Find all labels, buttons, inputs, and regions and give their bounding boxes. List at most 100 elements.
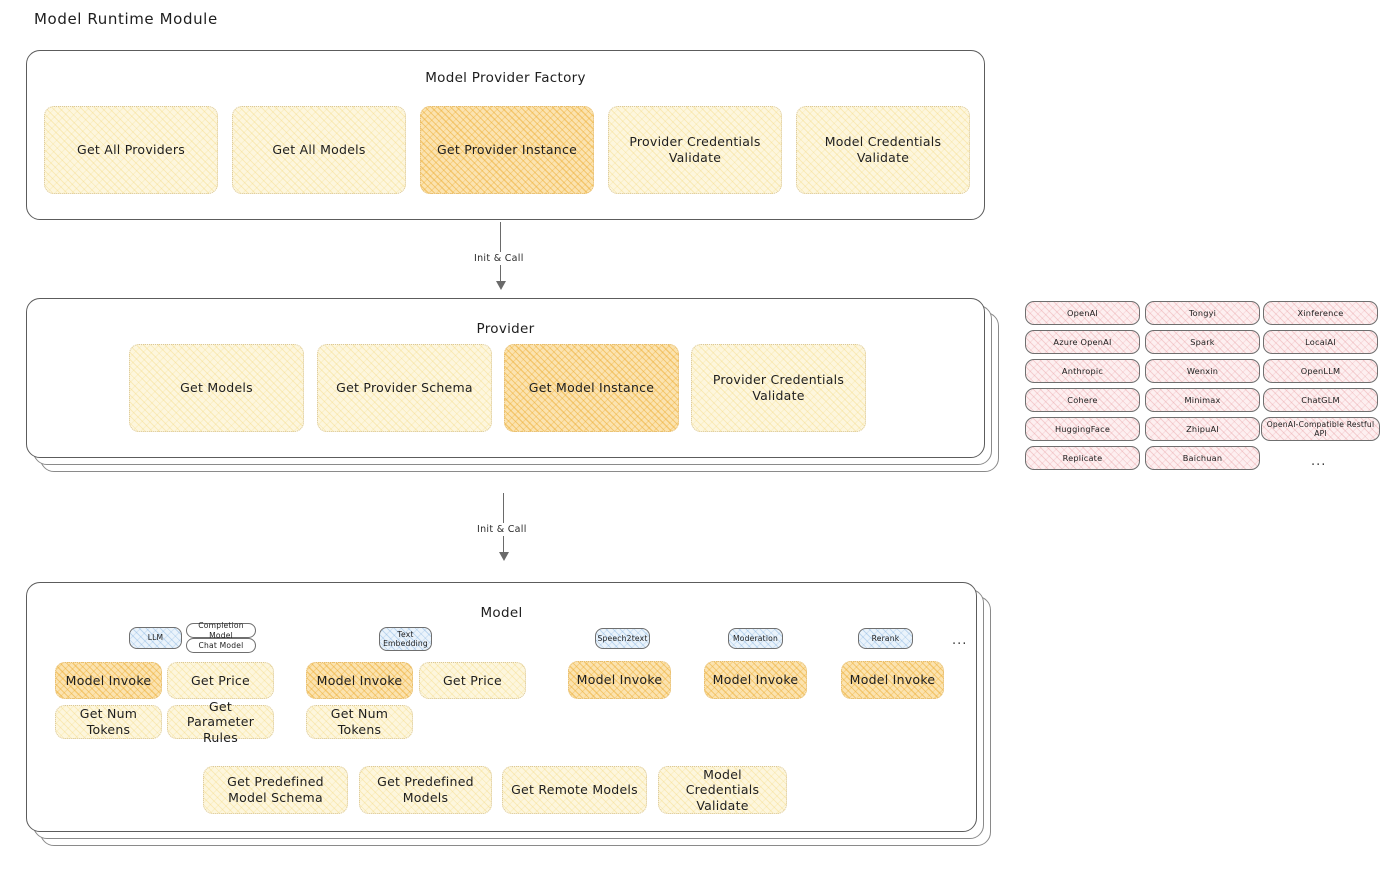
arrow-factory-to-provider-head [496, 281, 506, 290]
node-label: Get Price [191, 672, 250, 688]
chip-label: Xinference [1297, 308, 1344, 318]
provider-chip-spark[interactable]: Spark [1145, 330, 1260, 354]
model-sub-badge-chat-model[interactable]: Chat Model [186, 638, 256, 653]
provider-chip-wenxin[interactable]: Wenxin [1145, 359, 1260, 383]
node-label: Get Provider Instance [436, 142, 578, 158]
provider-chip-zhipuai[interactable]: ZhipuAI [1145, 417, 1260, 441]
badge-label: Chat Model [198, 640, 244, 650]
node-label: Get Predefined Models [377, 774, 474, 805]
llm-node-get-num-tokens[interactable]: Get Num Tokens [55, 705, 162, 739]
node-label: Get Price [443, 672, 502, 688]
speech2text-node-model-invoke[interactable]: Model Invoke [568, 661, 671, 699]
model-common-node-get-predefined-models[interactable]: Get Predefined Models [359, 766, 492, 814]
provider-node-get-provider-schema[interactable]: Get Provider Schema [317, 344, 492, 432]
llm-node-get-parameter-rules[interactable]: Get Parameter Rules [167, 699, 274, 745]
node-label: Get Models [180, 380, 253, 396]
node-label: Get Num Tokens [330, 706, 389, 737]
provider-chip-replicate[interactable]: Replicate [1025, 446, 1140, 470]
factory-node-get-all-models[interactable]: Get All Models [232, 106, 406, 194]
provider-node-get-models[interactable]: Get Models [129, 344, 304, 432]
node-label: Provider Credentials Validate [712, 372, 845, 403]
node-label: Model Invoke [712, 672, 799, 688]
factory-node-provider-credentials-validate[interactable]: Provider Credentials Validate [608, 106, 782, 194]
rerank-node-model-invoke[interactable]: Model Invoke [841, 661, 944, 699]
page-title: Model Runtime Module [34, 10, 218, 28]
node-label: Model Invoke [849, 672, 936, 688]
provider-chip-baichuan[interactable]: Baichuan [1145, 446, 1260, 470]
chip-label: Replicate [1062, 453, 1103, 463]
provider-title: Provider [476, 321, 535, 337]
badge-label: Moderation [733, 633, 779, 643]
badge-label: Completion Model [198, 621, 244, 640]
model-provider-factory-title: Model Provider Factory [425, 70, 586, 86]
model-type-badge-text-embedding[interactable]: Text Embedding [379, 627, 432, 651]
chip-label: Anthropic [1061, 366, 1104, 376]
badge-label: LLM [147, 633, 164, 643]
node-label: Model Invoke [576, 672, 663, 688]
llm-node-model-invoke[interactable]: Model Invoke [55, 662, 162, 699]
provider-chip-openai[interactable]: OpenAI [1025, 301, 1140, 325]
provider-list-more-ellipsis: ... [1311, 454, 1327, 469]
provider-chip-openai-compatible-restful-api[interactable]: OpenAI-Compatible Restful API [1261, 417, 1380, 441]
node-label: Model Credentials Validate [685, 766, 760, 813]
factory-node-get-all-providers[interactable]: Get All Providers [44, 106, 218, 194]
chip-label: Baichuan [1182, 453, 1223, 463]
node-label: Get All Providers [77, 142, 185, 158]
node-label: Get Num Tokens [79, 706, 138, 737]
node-label: Get Remote Models [511, 782, 638, 798]
model-sub-badge-completion-model[interactable]: Completion Model [186, 621, 256, 640]
moderation-node-model-invoke[interactable]: Model Invoke [704, 661, 807, 699]
provider-chip-huggingface[interactable]: HuggingFace [1025, 417, 1140, 441]
chip-label: OpenAI [1066, 308, 1099, 318]
badge-label: Text Embedding [383, 629, 428, 648]
model-title: Model [480, 605, 523, 621]
model-type-badge-rerank[interactable]: Rerank [858, 628, 913, 649]
chip-label: Azure OpenAI [1053, 337, 1112, 347]
provider-chip-tongyi[interactable]: Tongyi [1145, 301, 1260, 325]
provider-chip-anthropic[interactable]: Anthropic [1025, 359, 1140, 383]
chip-label: ChatGLM [1301, 395, 1340, 405]
text-embedding-node-model-invoke[interactable]: Model Invoke [306, 662, 413, 699]
model-common-node-get-predefined-model-schema[interactable]: Get Predefined Model Schema [203, 766, 348, 814]
arrow-label-init-and-call-1: Init & Call [470, 252, 528, 265]
chip-label: ZhipuAI [1186, 424, 1219, 434]
model-type-badge-speech2text[interactable]: Speech2text [595, 628, 650, 649]
provider-chip-azure-openai[interactable]: Azure OpenAI [1025, 330, 1140, 354]
node-label: Model Invoke [65, 672, 152, 688]
provider-chip-minimax[interactable]: Minimax [1145, 388, 1260, 412]
badge-label: Speech2text [597, 633, 648, 643]
provider-chip-localai[interactable]: LocalAI [1263, 330, 1378, 354]
factory-node-get-provider-instance[interactable]: Get Provider Instance [420, 106, 594, 194]
text-embedding-node-get-price[interactable]: Get Price [419, 662, 526, 699]
chip-label: Minimax [1184, 395, 1221, 405]
chip-label: Spark [1190, 337, 1215, 347]
model-type-badge-llm[interactable]: LLM [129, 627, 182, 649]
provider-chip-cohere[interactable]: Cohere [1025, 388, 1140, 412]
provider-node-provider-credentials-validate[interactable]: Provider Credentials Validate [691, 344, 866, 432]
arrow-provider-to-model-head [499, 552, 509, 561]
node-label: Model Credentials Validate [824, 134, 942, 165]
chip-label: LocalAI [1305, 337, 1336, 347]
model-type-badge-moderation[interactable]: Moderation [728, 628, 783, 649]
chip-label: OpenLLM [1300, 366, 1341, 376]
model-common-node-model-credentials-validate[interactable]: Model Credentials Validate [658, 766, 787, 814]
provider-chip-xinference[interactable]: Xinference [1263, 301, 1378, 325]
provider-chip-chatglm[interactable]: ChatGLM [1263, 388, 1378, 412]
provider-node-get-model-instance[interactable]: Get Model Instance [504, 344, 679, 432]
model-common-node-get-remote-models[interactable]: Get Remote Models [502, 766, 647, 814]
chip-label: OpenAI-Compatible Restful API [1266, 420, 1375, 438]
chip-label: Tongyi [1188, 308, 1217, 318]
provider-chip-openllm[interactable]: OpenLLM [1263, 359, 1378, 383]
node-label: Get Provider Schema [336, 380, 473, 396]
badge-label: Rerank [871, 633, 900, 643]
chip-label: HuggingFace [1054, 424, 1111, 434]
factory-node-model-credentials-validate[interactable]: Model Credentials Validate [796, 106, 970, 194]
node-label: Get All Models [272, 142, 366, 158]
llm-node-get-price[interactable]: Get Price [167, 662, 274, 699]
node-label: Model Invoke [316, 672, 403, 688]
node-label: Get Model Instance [528, 380, 655, 396]
node-label: Provider Credentials Validate [629, 134, 761, 165]
chip-label: Wenxin [1186, 366, 1219, 376]
text-embedding-node-get-num-tokens[interactable]: Get Num Tokens [306, 705, 413, 739]
